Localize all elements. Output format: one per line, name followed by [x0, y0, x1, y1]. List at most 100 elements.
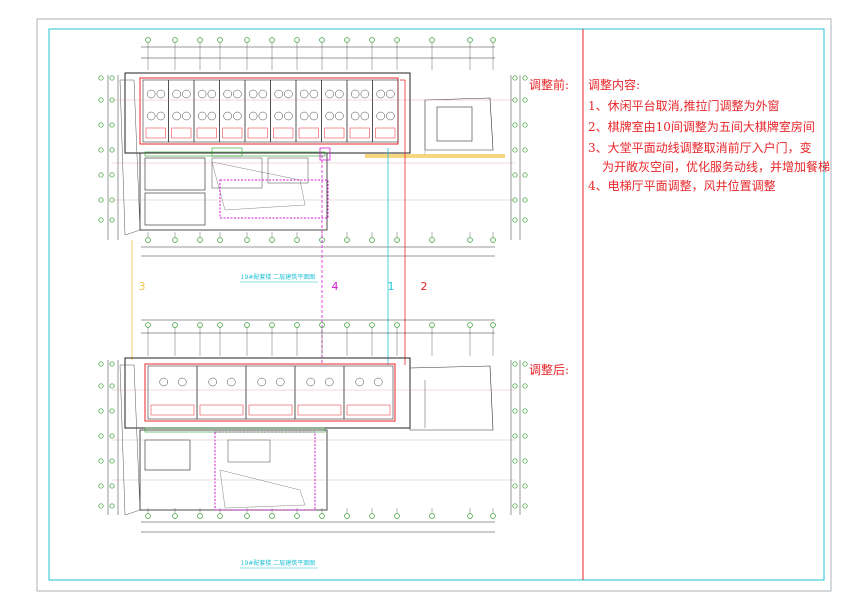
grid-bubble [244, 513, 250, 519]
grid-bubble [394, 513, 400, 519]
note-item-1: 1、休闲平台取消,推拉门调整为外窗 [588, 98, 779, 113]
washroom-cell [150, 404, 195, 416]
marker-3: 3 [139, 280, 146, 293]
grid-bubble [145, 322, 151, 328]
room-cell [270, 79, 297, 143]
card-table-icon [276, 377, 285, 387]
grid-bubble [109, 483, 115, 489]
grid-bubble [109, 217, 115, 223]
grid-bubble [217, 237, 223, 243]
bottom-room-strip [144, 363, 396, 422]
grid-bubble [98, 172, 104, 178]
card-table-icon [386, 89, 395, 99]
grid-bubble [98, 147, 104, 153]
grid-bubble [109, 361, 115, 367]
grid-bubble [394, 237, 400, 243]
card-table-icon [274, 111, 283, 121]
grid-bubble [429, 37, 435, 43]
card-table-icon [159, 377, 168, 387]
grid-bubble [197, 513, 203, 519]
grid-bubble [522, 197, 528, 203]
grid-bubble [98, 408, 104, 414]
grid-bubble [172, 513, 178, 519]
top-card-rooms [142, 79, 399, 143]
card-table-icon [274, 89, 283, 99]
grid-bubble [269, 37, 275, 43]
room-cell [142, 79, 169, 143]
grid-bubble [109, 383, 115, 389]
note-item-2: 2、棋牌室由10间调整为五间大棋牌室房间 [588, 119, 815, 134]
grid-bubble [512, 483, 518, 489]
grid-bubble [512, 122, 518, 128]
grid-bubble [217, 513, 223, 519]
card-table-icon [257, 377, 266, 387]
card-table-icon [306, 377, 315, 387]
grid-bubble [512, 361, 518, 367]
washroom-cell [297, 404, 342, 416]
washroom-cell [298, 127, 319, 139]
card-table-icon [233, 89, 242, 99]
label-before: 调整前: [529, 77, 569, 92]
card-table-icon [207, 89, 217, 99]
washroom-cell [145, 127, 166, 139]
grid-bubble [319, 37, 325, 43]
washroom-cell [199, 404, 244, 416]
note-item-4: 4、电梯厅平面调整，风井位置调整 [588, 178, 776, 193]
grid-bubble [98, 361, 104, 367]
grid-bubble [512, 217, 518, 223]
washroom-cell [222, 127, 243, 139]
card-table-icon [299, 111, 309, 121]
grid-bubble [429, 237, 435, 243]
grid-bubble [98, 458, 104, 464]
grid-bubble [269, 322, 275, 328]
grid-bubble [98, 75, 104, 81]
card-table-icon [146, 89, 156, 99]
marker-2: 2 [421, 280, 428, 293]
grid-bubble [522, 383, 528, 389]
grid-bubble [98, 433, 104, 439]
grid-bubble [98, 483, 104, 489]
card-table-icon [258, 89, 268, 99]
card-table-icon [376, 89, 385, 99]
card-table-icon [182, 111, 191, 121]
card-table-icon [386, 111, 395, 121]
grid-bubble [490, 37, 496, 43]
top-lower-body [139, 152, 328, 231]
grid-bubble [98, 197, 104, 203]
grid-bubble [197, 237, 203, 243]
grid-bubble [344, 513, 350, 519]
grid-bubble [394, 37, 400, 43]
card-table-icon [156, 111, 166, 121]
grid-bubble [429, 513, 435, 519]
grid-bubble [467, 237, 473, 243]
grid-bubble [217, 37, 223, 43]
marker-1: 1 [388, 280, 395, 293]
bottom-card-rooms [147, 365, 394, 420]
card-table-icon [299, 89, 309, 99]
grid-bubble [294, 322, 300, 328]
grid-bubble [522, 458, 528, 464]
grid-bubble [98, 217, 104, 223]
card-table-icon [208, 377, 217, 387]
grid-bubble [269, 513, 275, 519]
card-table-icon [284, 89, 293, 99]
grid-bubble [512, 408, 518, 414]
outer-sheet-border [36, 18, 832, 592]
card-table-icon [325, 89, 334, 99]
room-cell [168, 79, 195, 143]
card-table-icon [309, 111, 319, 121]
grid-bubble [294, 237, 300, 243]
card-table-icon [197, 111, 207, 121]
grid-bubble [344, 37, 350, 43]
card-table-icon [172, 89, 181, 99]
grid-bubble [145, 237, 151, 243]
bottom-plan-title: 19#配套楼 二层建筑平面图 [241, 559, 316, 567]
grid-bubble [172, 37, 178, 43]
grid-bubble [429, 322, 435, 328]
grid-bubble [217, 322, 223, 328]
grid-bubble [369, 513, 375, 519]
grid-bubble [145, 513, 151, 519]
washroom-cell [375, 127, 396, 139]
grid-bubble [244, 237, 250, 243]
